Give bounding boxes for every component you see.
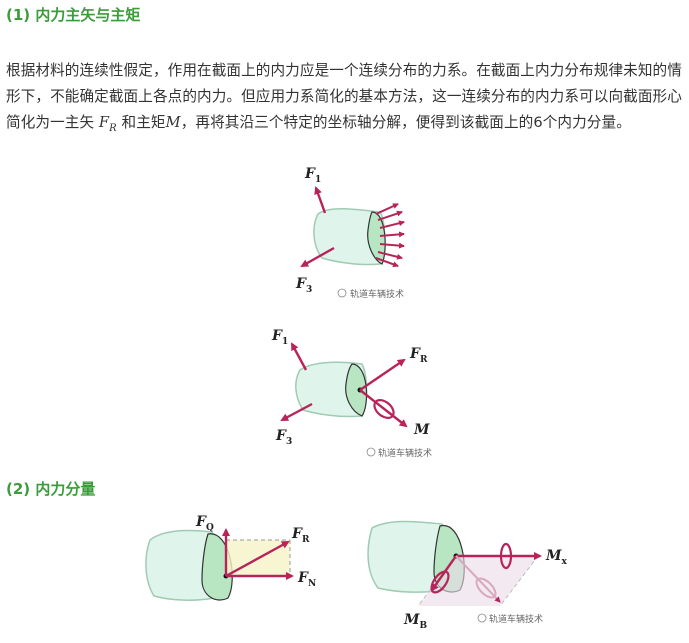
label-fq: FQ (195, 514, 214, 533)
label-f1: F1 (271, 328, 288, 347)
label-f1: F1 (304, 166, 321, 185)
force-fr-arrow (359, 358, 406, 391)
moment-mx-rotation-icon (499, 542, 513, 570)
cut-section (345, 363, 368, 417)
figure-moment-components: Mx MB 轨道车辆技术 (367, 520, 568, 631)
moment-m-axis-arrow (359, 389, 408, 428)
moment-mb-rotation-icon (430, 570, 450, 594)
label-fn: FN (297, 570, 316, 589)
figure-distributed-forces: F1 F3 轨道车辆技术 (295, 166, 405, 300)
section-heading-main-vector: (1) 内力主矢与主矩 (6, 6, 141, 24)
force-f3-arrow (280, 402, 313, 422)
section-heading-components: (2) 内力分量 (6, 480, 96, 498)
paragraph-part-a: 根据材料的连续性假定，作用在截面上的内力应是一个连续分布的力系。在截面上内力分布… (6, 62, 682, 131)
wechat-icon (366, 447, 376, 457)
label-mx: Mx (545, 548, 568, 567)
guide-line (499, 555, 539, 607)
label-f3: F3 (295, 276, 312, 295)
figure-force-components: FQ FR FN (145, 514, 316, 601)
label-fr: FR (409, 346, 428, 365)
watermark-2: 轨道车辆技术 (378, 447, 432, 459)
main-vector-symbol: FR (98, 114, 117, 134)
wechat-icon (337, 288, 347, 298)
cut-section (367, 211, 386, 265)
label-f3: F3 (275, 428, 292, 447)
paragraph-part-c: ，再将其沿三个特定的坐标轴分解，便得到该截面上的6个内力分量。 (180, 114, 631, 131)
force-f1-arrow (290, 342, 308, 371)
moment-m-rotation-icon (475, 577, 497, 599)
force-f1-arrow (314, 186, 327, 214)
force-f3-arrow (300, 246, 335, 268)
distributed-force-arrows (375, 203, 405, 268)
force-fr-arrow (225, 540, 290, 578)
intro-paragraph: 根据材料的连续性假定，作用在截面上的内力应是一个连续分布的力系。在截面上内力分布… (6, 58, 686, 142)
watermark-3: 轨道车辆技术 (489, 613, 543, 625)
label-mb: MB (403, 612, 428, 631)
paragraph-part-b: 和主矩 (121, 114, 166, 131)
wechat-icon (477, 613, 487, 623)
moment-mb-axis-arrow (430, 555, 457, 592)
main-moment-symbol: M (165, 114, 181, 131)
moment-m-rotation-icon (373, 399, 395, 419)
figure-resultant-force-moment: F1 F3 FR M 轨道车辆技术 (271, 328, 432, 459)
label-m: M (413, 422, 430, 438)
watermark-1: 轨道车辆技术 (350, 288, 404, 300)
label-fr: FR (291, 526, 310, 545)
